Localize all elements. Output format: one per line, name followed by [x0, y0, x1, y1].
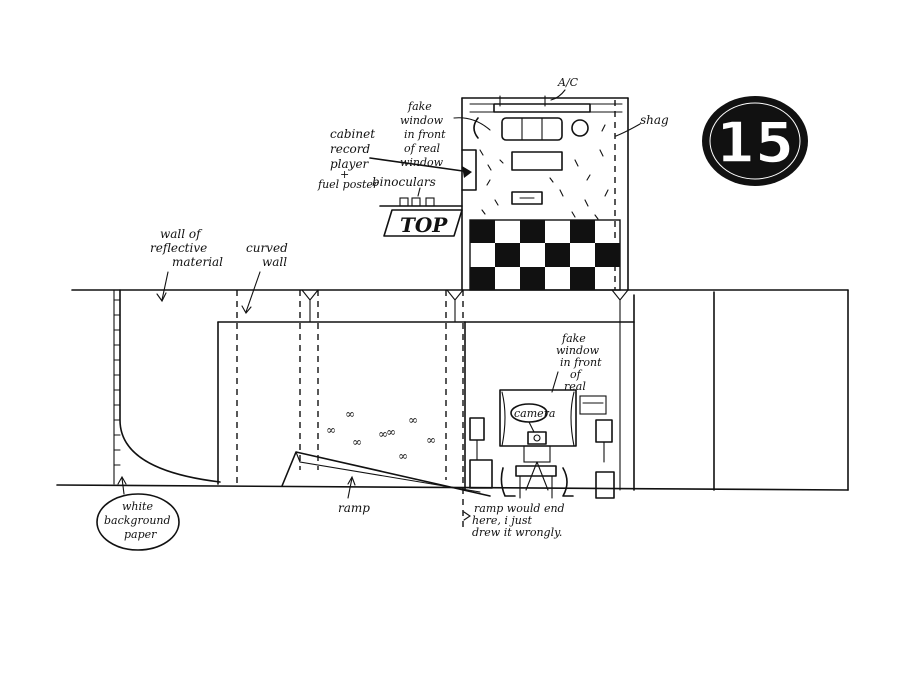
label-fake-window-room: fake window in front of real	[551, 332, 602, 393]
top-room-plan	[461, 95, 629, 291]
binocular-items	[399, 187, 435, 207]
svg-text:ramp would end: ramp would end	[474, 502, 565, 515]
svg-text:curved: curved	[246, 241, 288, 255]
svg-text:here, i just: here, i just	[472, 514, 533, 527]
svg-text:record: record	[330, 142, 371, 156]
svg-text:in front: in front	[404, 128, 446, 141]
svg-text:window: window	[400, 114, 444, 127]
svg-text:∞: ∞	[398, 449, 408, 463]
main-set: ∞∞ ∞∞ ∞∞ ∞∞	[56, 289, 849, 530]
number-badge: 15	[702, 96, 808, 186]
label-fake-window-top: fake window in front of real window	[400, 100, 491, 169]
svg-text:of: of	[570, 368, 583, 381]
label-ramp-note: ramp would end here, i just drew it wron…	[463, 502, 565, 539]
svg-text:∞: ∞	[386, 425, 396, 439]
checkerboard-floor	[469, 219, 621, 291]
svg-text:background: background	[104, 514, 171, 527]
svg-text:wall: wall	[262, 255, 287, 269]
svg-text:fuel poster: fuel poster	[317, 178, 379, 191]
svg-text:player: player	[330, 157, 370, 171]
svg-text:in front: in front	[560, 356, 602, 369]
svg-text:∞: ∞	[345, 407, 355, 421]
label-shag: shag	[615, 113, 669, 137]
svg-text:shag: shag	[640, 113, 669, 127]
svg-text:+: +	[340, 168, 349, 181]
svg-text:real: real	[564, 380, 586, 393]
svg-text:paper: paper	[124, 528, 157, 541]
svg-text:∞: ∞	[352, 435, 362, 449]
svg-text:window: window	[400, 156, 444, 169]
svg-text:A/C: A/C	[557, 76, 579, 89]
svg-text:reflective: reflective	[150, 241, 207, 255]
svg-text:window: window	[556, 344, 600, 357]
svg-text:of real: of real	[404, 142, 441, 155]
svg-text:∞: ∞	[326, 423, 336, 437]
room-furniture	[469, 389, 615, 499]
label-white-paper: white background paper	[96, 475, 180, 551]
svg-text:wall of: wall of	[160, 227, 203, 241]
label-ramp: ramp	[338, 475, 370, 515]
top-sign-text: TOP	[400, 213, 448, 237]
svg-text:drew it wrongly.: drew it wrongly.	[472, 526, 562, 539]
label-cabinet: cabinet record player	[330, 127, 472, 178]
svg-text:camera: camera	[514, 407, 555, 420]
svg-text:∞: ∞	[408, 413, 418, 427]
svg-text:fake: fake	[561, 332, 586, 345]
label-camera: camera	[510, 403, 555, 433]
label-fuel-poster: + fuel poster	[317, 168, 379, 191]
top-sign: TOP	[379, 205, 463, 237]
svg-text:cabinet: cabinet	[330, 127, 375, 141]
svg-text:white: white	[122, 500, 153, 513]
svg-text:binoculars: binoculars	[372, 175, 436, 189]
label-reflective-wall: wall of reflective material	[150, 227, 223, 303]
label-ac: A/C	[550, 76, 579, 101]
svg-text:∞: ∞	[426, 433, 436, 447]
svg-text:fake: fake	[407, 100, 432, 113]
label-binoculars: binoculars	[372, 175, 436, 189]
svg-text:ramp: ramp	[338, 501, 370, 515]
badge-number: 15	[716, 111, 794, 176]
label-curved-wall: curved wall	[241, 241, 288, 314]
svg-text:material: material	[172, 255, 223, 269]
svg-text:∞: ∞	[378, 427, 388, 441]
